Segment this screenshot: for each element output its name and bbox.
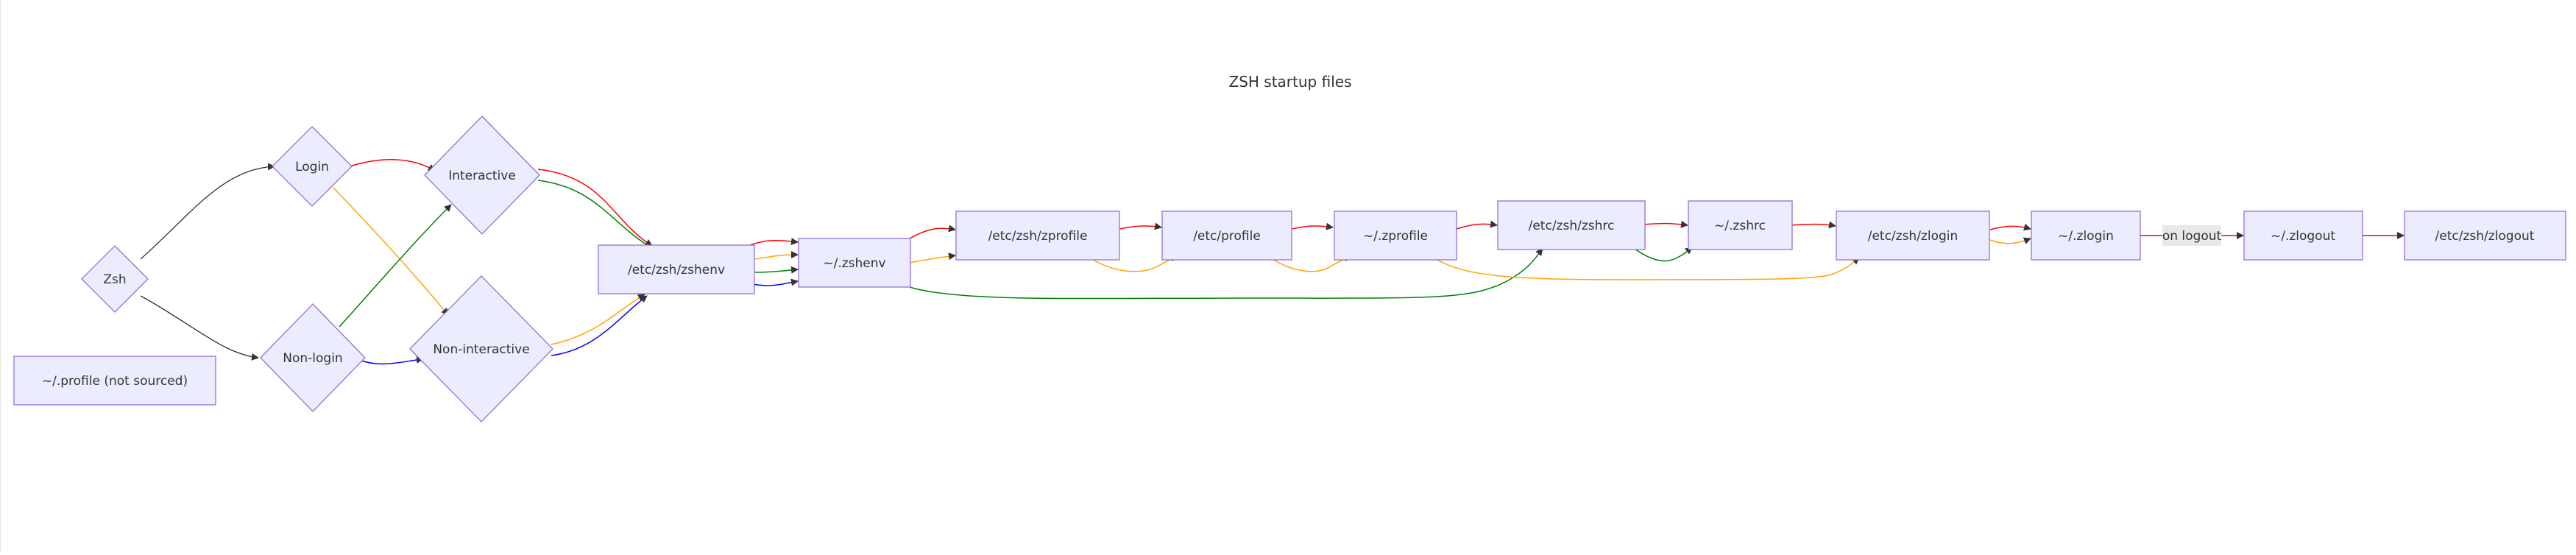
edge-etczshenv-zshenv-green	[754, 266, 799, 274]
edges	[140, 159, 2405, 365]
node-profile-not-sourced-label: ~/.profile (not sourced)	[42, 374, 188, 389]
edge-zprofile-etczlogin-orange	[1435, 257, 1860, 280]
node-etc-zprofile-label: /etc/zsh/zprofile	[988, 229, 1088, 244]
node-zshrc-label: ~/.zshrc	[1714, 219, 1766, 233]
edge-etczlogin-zlogin-orange	[1989, 237, 2031, 244]
edge-noninteractive-etczshenv-blue	[551, 295, 648, 356]
node-etc-zlogin: /etc/zsh/zlogin	[1836, 211, 1990, 261]
edge-zsh-login	[140, 163, 275, 260]
edge-zshenv-etczshrc-green	[909, 248, 1543, 300]
node-zshenv-label: ~/.zshenv	[823, 256, 885, 271]
node-noninteractive-label: Non-interactive	[433, 342, 529, 357]
edge-interactive-etczshenv-green	[537, 180, 653, 249]
node-zlogout-label: ~/.zlogout	[2271, 229, 2335, 244]
edge-zprofile-etczshrc-red	[1456, 220, 1498, 230]
node-zshrc: ~/.zshrc	[1688, 200, 1793, 250]
edge-interactive-etczshenv-red	[537, 169, 653, 247]
node-zsh-label: Zsh	[103, 272, 126, 287]
nodes: Zsh Login Non-login Interactive Non-inte…	[13, 116, 2566, 423]
node-zlogout: ~/.zlogout	[2243, 211, 2363, 261]
node-etc-zshrc-label: /etc/zsh/zshrc	[1529, 219, 1615, 233]
edge-zshrc-etczlogin-red	[1791, 221, 1836, 229]
edge-etczshrc-zshrc-green	[1634, 247, 1693, 262]
edge-etcprofile-zprofile-red	[1292, 222, 1334, 230]
edge-etczlogin-zlogin-red	[1989, 223, 2031, 231]
edge-login-interactive	[349, 159, 436, 172]
node-noninteractive: Non-interactive	[409, 275, 553, 423]
edge-etczshrc-zshrc-red	[1643, 220, 1688, 228]
edge-label-on-logout: on logout	[2162, 225, 2222, 246]
node-etc-zlogout-label: /etc/zsh/zlogout	[2435, 229, 2535, 244]
node-etc-zshenv: /etc/zsh/zshenv	[598, 244, 755, 294]
node-zprofile-label: ~/.zprofile	[1363, 229, 1428, 244]
edge-nonlogin-interactive	[339, 204, 452, 328]
node-profile-not-sourced: ~/.profile (not sourced)	[13, 356, 216, 406]
node-zlogin: ~/.zlogin	[2031, 211, 2141, 261]
node-zlogin-label: ~/.zlogin	[2058, 229, 2114, 244]
node-etc-zlogin-label: /etc/zsh/zlogin	[1868, 229, 1958, 244]
node-interactive-label: Interactive	[448, 169, 516, 183]
edge-etczshenv-zshenv-orange	[754, 251, 799, 260]
node-etc-zlogout: /etc/zsh/zlogout	[2404, 211, 2566, 261]
node-zprofile: ~/.zprofile	[1334, 211, 1457, 261]
node-etc-zshenv-label: /etc/zsh/zshenv	[628, 263, 725, 278]
node-zshenv: ~/.zshenv	[798, 238, 911, 288]
node-etc-zprofile: /etc/zsh/zprofile	[955, 211, 1120, 261]
edge-zshenv-etczprofile-red	[909, 225, 956, 239]
node-etc-profile: /etc/profile	[1161, 211, 1292, 261]
node-login-label: Login	[295, 160, 329, 174]
diagram-title: ZSH startup files	[1229, 73, 1352, 91]
edge-login-noninteractive	[333, 187, 449, 316]
node-zsh: Zsh	[81, 245, 149, 313]
edge-noninteractive-etczshenv-orange	[551, 294, 645, 345]
edge-label-on-logout-text: on logout	[2162, 229, 2222, 244]
node-etc-profile-label: /etc/profile	[1193, 229, 1261, 244]
node-nonlogin: Non-login	[260, 303, 366, 412]
edge-zsh-nonlogin	[140, 295, 259, 361]
node-nonlogin-label: Non-login	[283, 351, 342, 366]
node-interactive: Interactive	[424, 116, 540, 235]
edge-nonlogin-noninteractive	[361, 356, 424, 365]
node-login: Login	[272, 126, 353, 207]
edge-etczprofile-etcprofile-red	[1119, 222, 1162, 230]
edge-zshenv-etczprofile-orange	[909, 252, 956, 264]
node-etc-zshrc: /etc/zsh/zshrc	[1497, 200, 1646, 250]
